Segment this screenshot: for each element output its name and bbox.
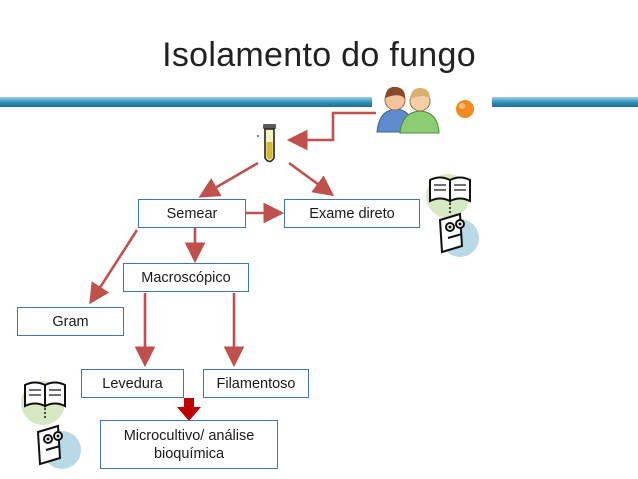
node-semear-label: Semear [166, 205, 218, 222]
test-tube-icon [257, 124, 276, 163]
node-macroscopico: Macroscópico [123, 263, 249, 292]
node-levedura: Levedura [81, 369, 184, 398]
node-microcultivo: Microcultivo/ análise bioquímica [100, 420, 278, 469]
orange-bullet-icon [456, 100, 474, 118]
slide-title: Isolamento do fungo [162, 36, 476, 74]
node-gram-label: Gram [52, 313, 89, 330]
node-levedura-label: Levedura [102, 375, 163, 392]
block-arrow-down [177, 398, 201, 421]
accent-bar-right [492, 97, 638, 107]
node-microcultivo-line2: bioquímica [153, 445, 225, 462]
node-filamentoso-label: Filamentoso [216, 375, 296, 392]
node-filamentoso: Filamentoso [203, 369, 309, 398]
node-macroscopico-label: Macroscópico [141, 269, 231, 286]
arrow-tube-to-exame [288, 161, 335, 197]
node-gram: Gram [17, 307, 124, 336]
arrow-semear-to-gram [89, 229, 139, 305]
reading-person-icon-2 [21, 381, 81, 469]
people-icon [376, 86, 440, 134]
accent-bar-left [0, 97, 372, 107]
reading-person-icon [426, 174, 479, 257]
node-exame-direto-label: Exame direto [309, 205, 395, 222]
node-microcultivo-line1: Microcultivo/ análise [123, 427, 255, 444]
arrow-tube-to-semear [198, 161, 259, 198]
node-semear: Semear [138, 199, 246, 228]
arrow-people-to-tube [286, 111, 376, 151]
node-exame-direto: Exame direto [284, 199, 420, 228]
